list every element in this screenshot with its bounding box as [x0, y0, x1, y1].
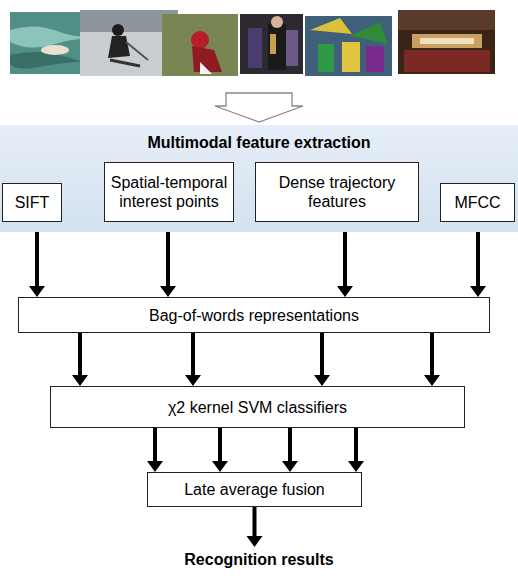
video-thumbnail [162, 14, 238, 76]
box-label: MFCC [454, 193, 500, 212]
flow-arrow [160, 222, 176, 297]
feature-box: SIFT [2, 183, 62, 222]
flow-arrow [337, 222, 353, 297]
flow-arrow [185, 333, 201, 386]
video-thumbnail [398, 10, 495, 74]
classifier-box: χ2 kernel SVM classifiers [50, 386, 465, 428]
flow-arrow [147, 428, 163, 472]
flow-arrow [215, 93, 303, 122]
flow-arrow [470, 222, 486, 297]
output-arrow [247, 507, 263, 547]
feature-band: Multimodal feature extractionSIFT Spatial… [0, 125, 518, 232]
flow-arrow [72, 333, 88, 386]
flow-arrow [348, 428, 364, 472]
flow-arrow [424, 333, 440, 386]
flow-arrow [282, 428, 298, 472]
box-label: SIFT [15, 193, 50, 212]
feature-box: Dense trajectory features [255, 162, 419, 222]
feature-box: Spatial-temporal interest points [104, 162, 234, 222]
process-box: Bag-of-words representations [18, 297, 490, 333]
flow-arrow [212, 428, 228, 472]
box-label: Bag-of-words representations [149, 306, 359, 325]
output-label: Recognition results [184, 551, 333, 569]
box-label: Spatial-temporal interest points [110, 173, 228, 211]
video-thumbnail [240, 14, 303, 74]
box-label: χ2 kernel SVM classifiers [168, 398, 347, 417]
box-label: Late average fusion [184, 480, 325, 499]
fusion-box: Late average fusion [147, 472, 362, 507]
feature-box: MFCC [440, 183, 515, 222]
flow-arrow [29, 222, 45, 297]
flow-arrow [314, 333, 330, 386]
band-title: Multimodal feature extraction [0, 125, 518, 152]
video-thumbnail [305, 16, 392, 76]
box-label: Dense trajectory features [261, 173, 413, 211]
